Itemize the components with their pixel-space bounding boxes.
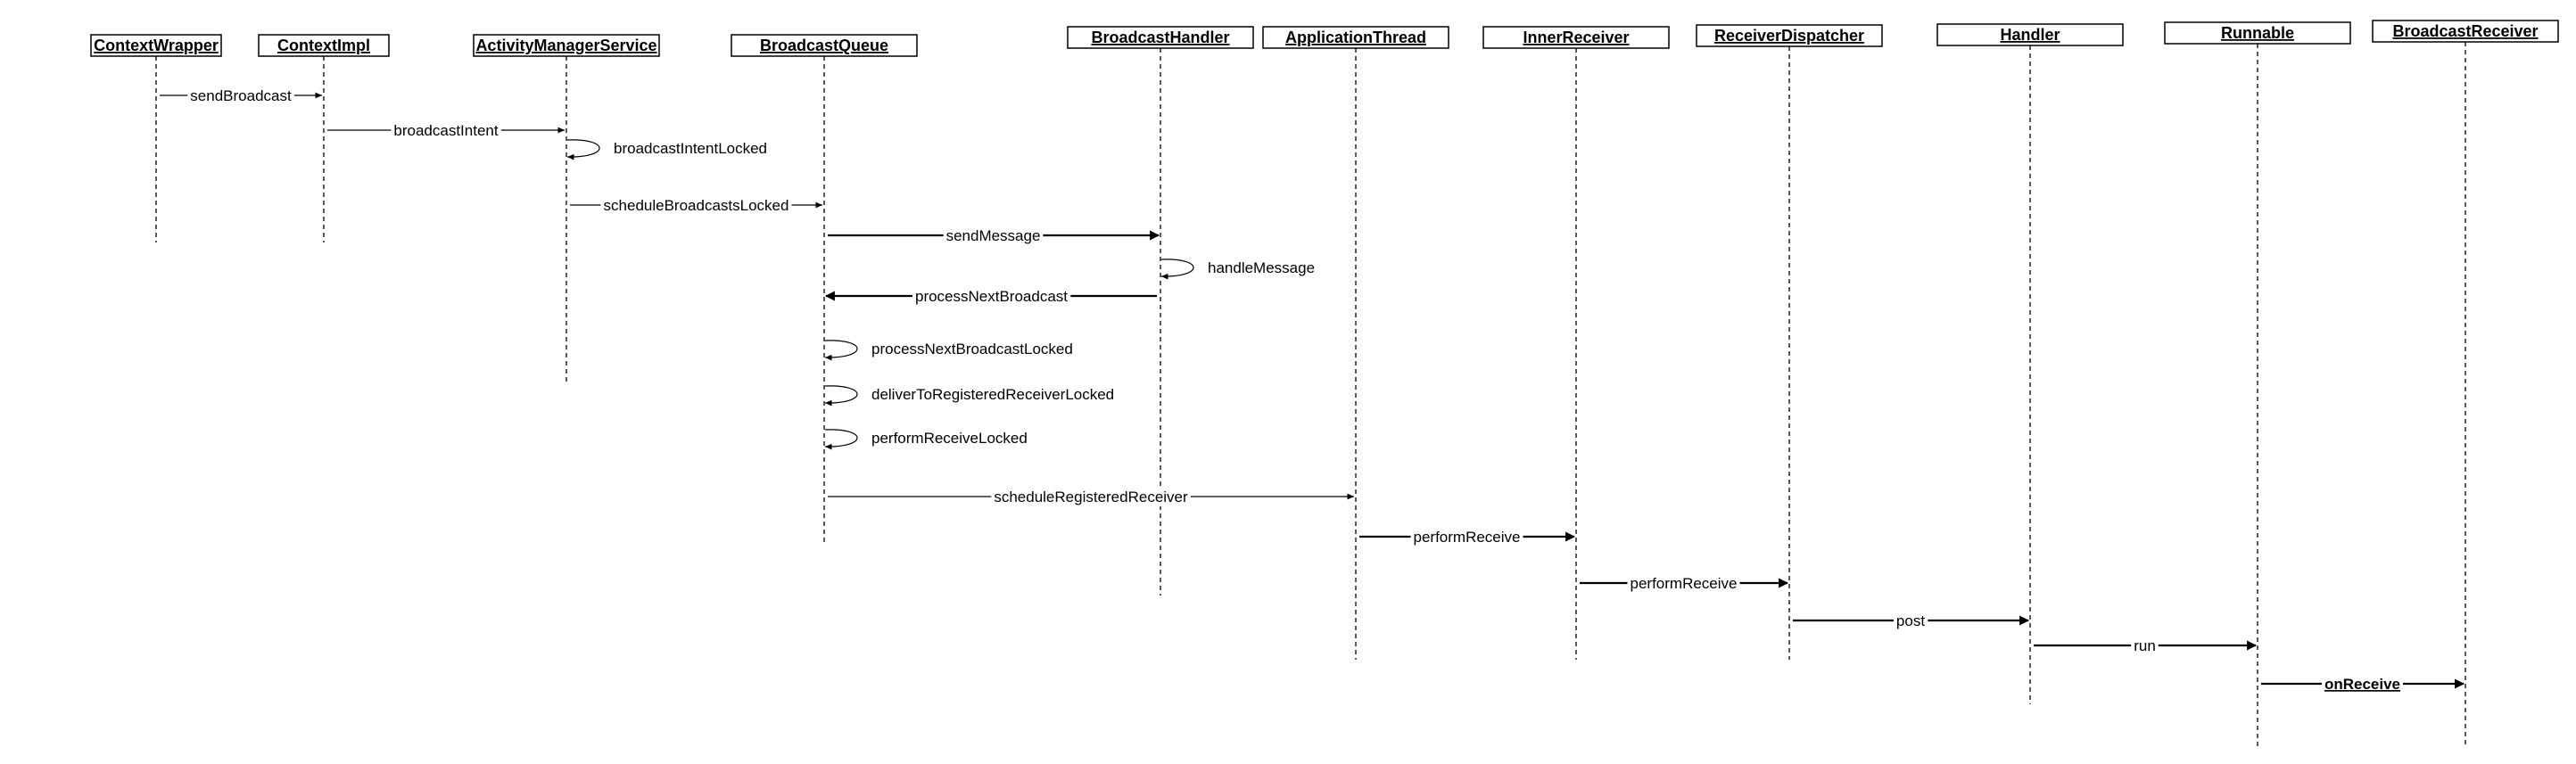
message-label: performReceiveLocked <box>871 430 1028 447</box>
message-label: sendBroadcast <box>190 87 292 104</box>
lifeline-title: BroadcastHandler <box>1091 29 1229 46</box>
message-label: processNextBroadcastLocked <box>871 341 1073 357</box>
messages: sendBroadcast broadcastIntent broadcastInt… <box>160 86 2465 694</box>
message-processNextBroadcastLocked: processNextBroadcastLocked <box>824 340 1073 361</box>
lifeline-header-box <box>731 34 918 57</box>
message-label: scheduleRegisteredReceiver <box>994 489 1188 505</box>
self-message-arrow <box>824 429 858 450</box>
lifeline-header-box <box>1936 23 2124 46</box>
lifeline-header-box <box>2164 21 2351 45</box>
message-label-background <box>2321 675 2404 694</box>
lifeline-header-box <box>1482 26 1670 49</box>
self-message-arrow <box>566 139 600 160</box>
lifeline-title: BroadcastQueue <box>760 37 888 54</box>
lifeline-activity-manager-service: ActivityManagerService <box>473 34 660 385</box>
lifelines: ContextWrapper ContextImpl ActivityManager… <box>90 20 2559 747</box>
message-performReceive: performReceive <box>1580 574 1789 593</box>
self-message-arrow <box>1160 259 1194 280</box>
message-label: run <box>2134 637 2156 654</box>
lifeline-title: InnerReceiver <box>1523 29 1629 46</box>
message-sendBroadcast: sendBroadcast <box>160 86 322 105</box>
message-performReceiveLocked: performReceiveLocked <box>824 429 1028 450</box>
lifeline-application-thread: ApplicationThread <box>1262 26 1449 660</box>
lifeline-title: Runnable <box>2221 24 2294 42</box>
lifeline-header-box <box>1696 24 1883 47</box>
lifeline-header-box <box>1067 26 1254 49</box>
message-label-background <box>2131 637 2159 655</box>
message-label-background <box>600 196 792 215</box>
lifeline-receiver-dispatcher: ReceiverDispatcher <box>1696 24 1883 660</box>
message-label: performReceive <box>1414 529 1521 546</box>
message-label: scheduleBroadcastsLocked <box>604 197 789 214</box>
self-message-arrow <box>824 340 858 361</box>
message-label-background <box>1627 574 1740 593</box>
message-label: deliverToRegisteredReceiverLocked <box>871 386 1114 403</box>
message-label: sendMessage <box>946 227 1041 244</box>
lifeline-broadcast-handler: BroadcastHandler <box>1067 26 1254 596</box>
message-run: run <box>2034 637 2258 655</box>
lifeline-handler: Handler <box>1936 23 2124 704</box>
message-label-background <box>912 287 1071 306</box>
message-post: post <box>1793 612 2030 630</box>
message-scheduleBroadcastsLocked: scheduleBroadcastsLocked <box>570 196 822 215</box>
message-handleMessage: handleMessage <box>1160 259 1315 280</box>
message-label: handleMessage <box>1208 259 1315 276</box>
lifeline-title: BroadcastReceiver <box>2392 22 2538 40</box>
message-processNextBroadcast: processNextBroadcast <box>824 287 1157 306</box>
lifeline-broadcast-receiver: BroadcastReceiver <box>2372 20 2559 747</box>
lifeline-header-box <box>1262 26 1449 49</box>
lifeline-title: Handler <box>2000 26 2060 44</box>
lifeline-broadcast-queue: BroadcastQueue <box>731 34 918 542</box>
message-deliverToRegisteredReceiverLocked: deliverToRegisteredReceiverLocked <box>824 385 1114 407</box>
lifeline-header-box <box>258 34 390 57</box>
self-message-arrow <box>824 385 858 407</box>
message-label: broadcastIntentLocked <box>614 140 767 157</box>
message-label-background <box>1410 528 1523 546</box>
lifeline-title: ContextWrapper <box>94 37 219 54</box>
lifeline-runnable: Runnable <box>2164 21 2351 747</box>
lifeline-header-box <box>90 34 222 57</box>
message-onReceive: onReceive <box>2261 675 2465 694</box>
lifeline-context-wrapper: ContextWrapper <box>90 34 222 242</box>
lifeline-header-box <box>2372 20 2559 43</box>
message-label: performReceive <box>1631 575 1738 592</box>
lifeline-title: ReceiverDispatcher <box>1714 27 1864 45</box>
lifeline-title: ActivityManagerService <box>475 37 656 54</box>
message-label: onReceive <box>2324 676 2400 693</box>
lifeline-title: ApplicationThread <box>1285 29 1426 46</box>
message-label: post <box>1896 612 1925 629</box>
message-label-background <box>1893 612 1928 630</box>
lifeline-context-impl: ContextImpl <box>258 34 390 242</box>
lifeline-header-box <box>473 34 660 57</box>
message-label: processNextBroadcast <box>915 288 1068 305</box>
message-label-background <box>943 226 1044 245</box>
message-label-background <box>991 488 1192 506</box>
lifeline-title: ContextImpl <box>277 37 370 54</box>
message-scheduleRegisteredReceiver: scheduleRegisteredReceiver <box>828 488 1354 506</box>
lifeline-inner-receiver: InnerReceiver <box>1482 26 1670 660</box>
message-label: broadcastIntent <box>393 122 498 139</box>
message-broadcastIntentLocked: broadcastIntentLocked <box>566 139 767 160</box>
message-label-background <box>391 121 501 140</box>
message-sendMessage: sendMessage <box>828 226 1160 245</box>
message-broadcastIntent: broadcastIntent <box>327 121 565 140</box>
message-label-background <box>187 86 294 105</box>
message-performReceive: performReceive <box>1359 528 1576 546</box>
